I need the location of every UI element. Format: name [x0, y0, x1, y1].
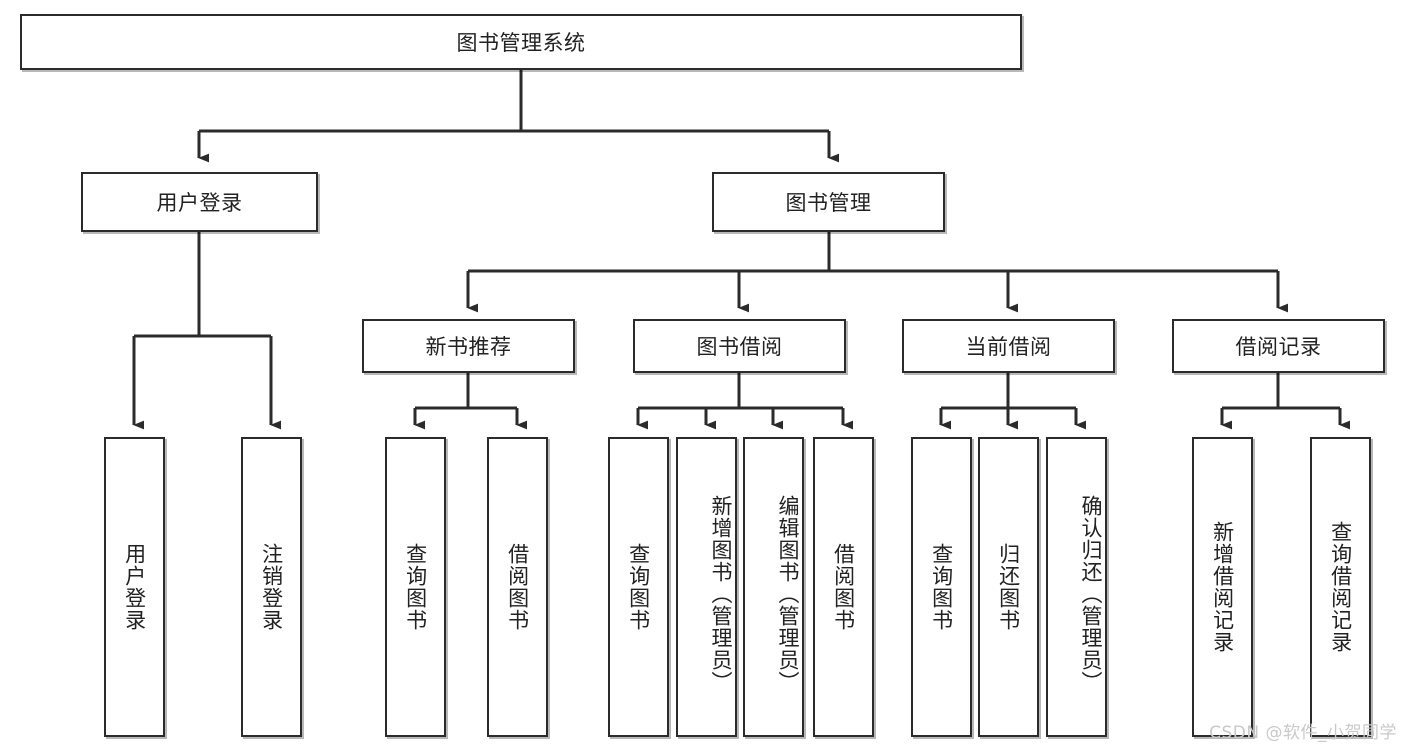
- node-leaf-logout-login-label: 注销登录: [259, 543, 284, 631]
- node-leaf-return-book[interactable]: 归还图书: [978, 437, 1039, 737]
- node-leaf-query-borrow-record[interactable]: 查询借阅记录: [1310, 437, 1371, 737]
- node-leaf-add-book-admin[interactable]: 新增图书（管理员）: [676, 437, 737, 737]
- node-leaf-edit-book-admin[interactable]: 编辑图书（管理员）: [743, 437, 804, 737]
- node-leaf-add-book-admin-label: 新增图书（管理员）: [709, 495, 733, 693]
- node-current-borrow[interactable]: 当前借阅: [902, 319, 1115, 373]
- node-leaf-query-book-2-label: 查询图书: [626, 543, 651, 631]
- node-borrow-record-label: 借阅记录: [1235, 335, 1322, 359]
- node-leaf-add-borrow-record-label: 新增借阅记录: [1210, 521, 1235, 653]
- node-leaf-confirm-return-admin[interactable]: 确认归还（管理员）: [1046, 437, 1107, 737]
- node-leaf-logout-login[interactable]: 注销登录: [241, 437, 302, 737]
- node-book-borrow-label: 图书借阅: [696, 335, 783, 359]
- node-current-borrow-label: 当前借阅: [965, 335, 1052, 359]
- node-leaf-query-book-1[interactable]: 查询图书: [385, 437, 446, 737]
- node-leaf-confirm-return-admin-label: 确认归还（管理员）: [1079, 495, 1103, 693]
- node-root-system-label: 图书管理系统: [456, 31, 586, 55]
- node-leaf-user-login[interactable]: 用户登录: [104, 437, 165, 737]
- node-book-borrow[interactable]: 图书借阅: [633, 319, 846, 373]
- node-leaf-query-borrow-record-label: 查询借阅记录: [1328, 521, 1353, 653]
- node-leaf-query-book-2[interactable]: 查询图书: [608, 437, 669, 737]
- node-book-management[interactable]: 图书管理: [712, 172, 945, 232]
- node-leaf-add-borrow-record[interactable]: 新增借阅记录: [1192, 437, 1253, 737]
- node-new-book-recommend[interactable]: 新书推荐: [362, 319, 575, 373]
- node-leaf-borrow-book-2[interactable]: 借阅图书: [813, 437, 874, 737]
- node-leaf-query-book-1-label: 查询图书: [403, 543, 428, 631]
- node-leaf-borrow-book-1[interactable]: 借阅图书: [487, 437, 548, 737]
- node-user-login[interactable]: 用户登录: [81, 172, 318, 232]
- node-leaf-query-book-3-label: 查询图书: [929, 543, 954, 631]
- node-leaf-user-login-label: 用户登录: [122, 543, 147, 631]
- node-leaf-edit-book-admin-label: 编辑图书（管理员）: [776, 495, 800, 693]
- node-new-book-recommend-label: 新书推荐: [425, 335, 512, 359]
- node-book-management-label: 图书管理: [785, 191, 872, 215]
- node-leaf-borrow-book-2-label: 借阅图书: [831, 543, 856, 631]
- node-leaf-return-book-label: 归还图书: [996, 543, 1021, 631]
- node-borrow-record[interactable]: 借阅记录: [1172, 319, 1385, 373]
- node-leaf-borrow-book-1-label: 借阅图书: [505, 543, 530, 631]
- node-leaf-query-book-3[interactable]: 查询图书: [911, 437, 972, 737]
- node-user-login-label: 用户登录: [156, 191, 243, 215]
- node-root-system[interactable]: 图书管理系统: [20, 14, 1022, 70]
